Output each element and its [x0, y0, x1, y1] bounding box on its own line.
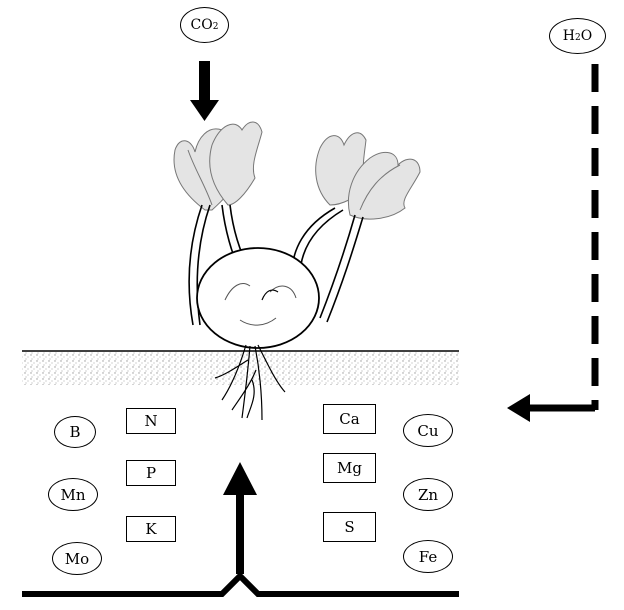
- plant-leaves: [173, 121, 421, 220]
- soil-texture: [22, 351, 459, 385]
- co2-subscript: 2: [212, 22, 219, 32]
- h2o-arrow: [507, 64, 599, 422]
- h2o-main: H: [562, 28, 575, 44]
- nutrient-zn: Zn: [403, 478, 453, 511]
- nutrient-p: P: [126, 460, 176, 486]
- h2o-subscript: 2: [575, 33, 581, 43]
- nutrient-b: B: [54, 416, 96, 448]
- h2o-tail: O: [580, 28, 593, 44]
- plant-tuber: [196, 247, 320, 349]
- nutrient-k: K: [126, 516, 176, 542]
- co2-main: CO: [190, 17, 213, 33]
- nutrient-n: N: [126, 408, 176, 434]
- nutrient-ca: Ca: [323, 404, 376, 434]
- uptake-arrow: [22, 462, 459, 597]
- co2-arrow: [190, 61, 219, 121]
- nutrient-mn: Mn: [48, 478, 98, 511]
- nutrient-mo: Mo: [52, 542, 102, 575]
- plant-roots: [214, 344, 286, 421]
- nutrient-cu: Cu: [403, 414, 453, 447]
- nutrient-mg: Mg: [323, 453, 376, 483]
- nutrient-s: S: [323, 512, 376, 542]
- nutrient-fe: Fe: [403, 540, 453, 573]
